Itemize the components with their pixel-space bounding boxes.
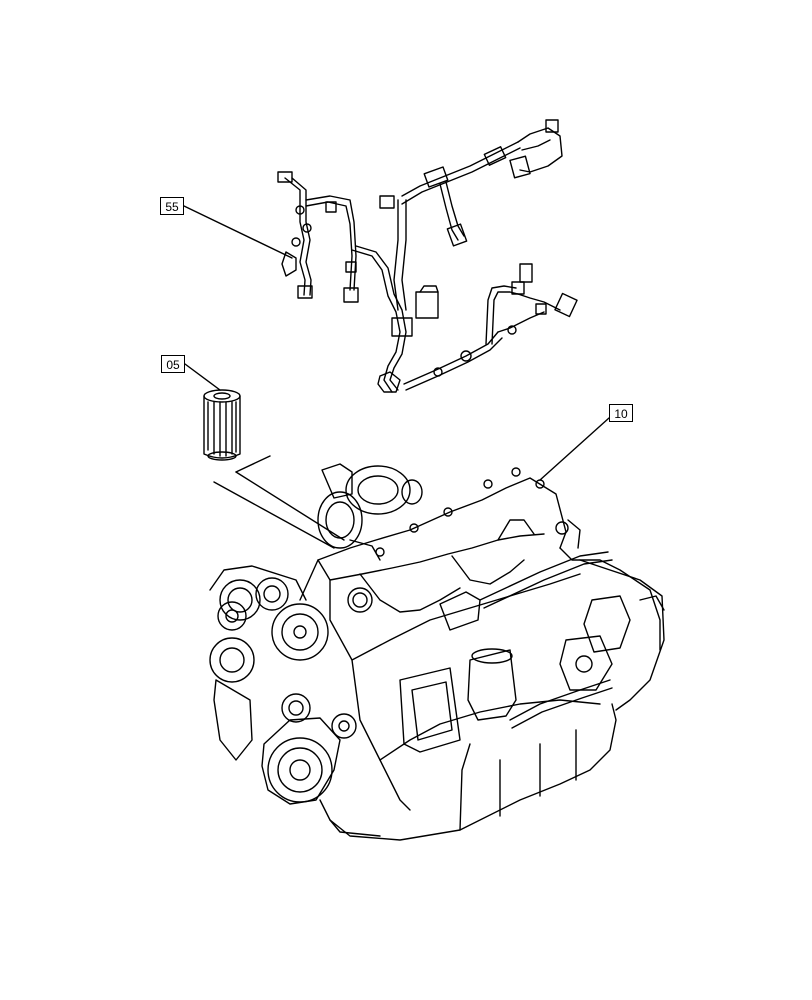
- wiring-harness: [277, 119, 578, 393]
- callout-05[interactable]: 05: [161, 355, 185, 373]
- leader-line-55: [183, 205, 293, 259]
- mount-line-1: [213, 481, 335, 549]
- callout-10[interactable]: 10: [609, 404, 633, 422]
- fuel-filter: [203, 389, 241, 461]
- mount-line-3: [235, 455, 271, 473]
- engine-assembly: [209, 463, 665, 841]
- leader-line-05: [184, 363, 221, 391]
- callout-55[interactable]: 55: [160, 197, 184, 215]
- leader-line-10: [539, 417, 610, 481]
- mount-line-2: [235, 471, 345, 541]
